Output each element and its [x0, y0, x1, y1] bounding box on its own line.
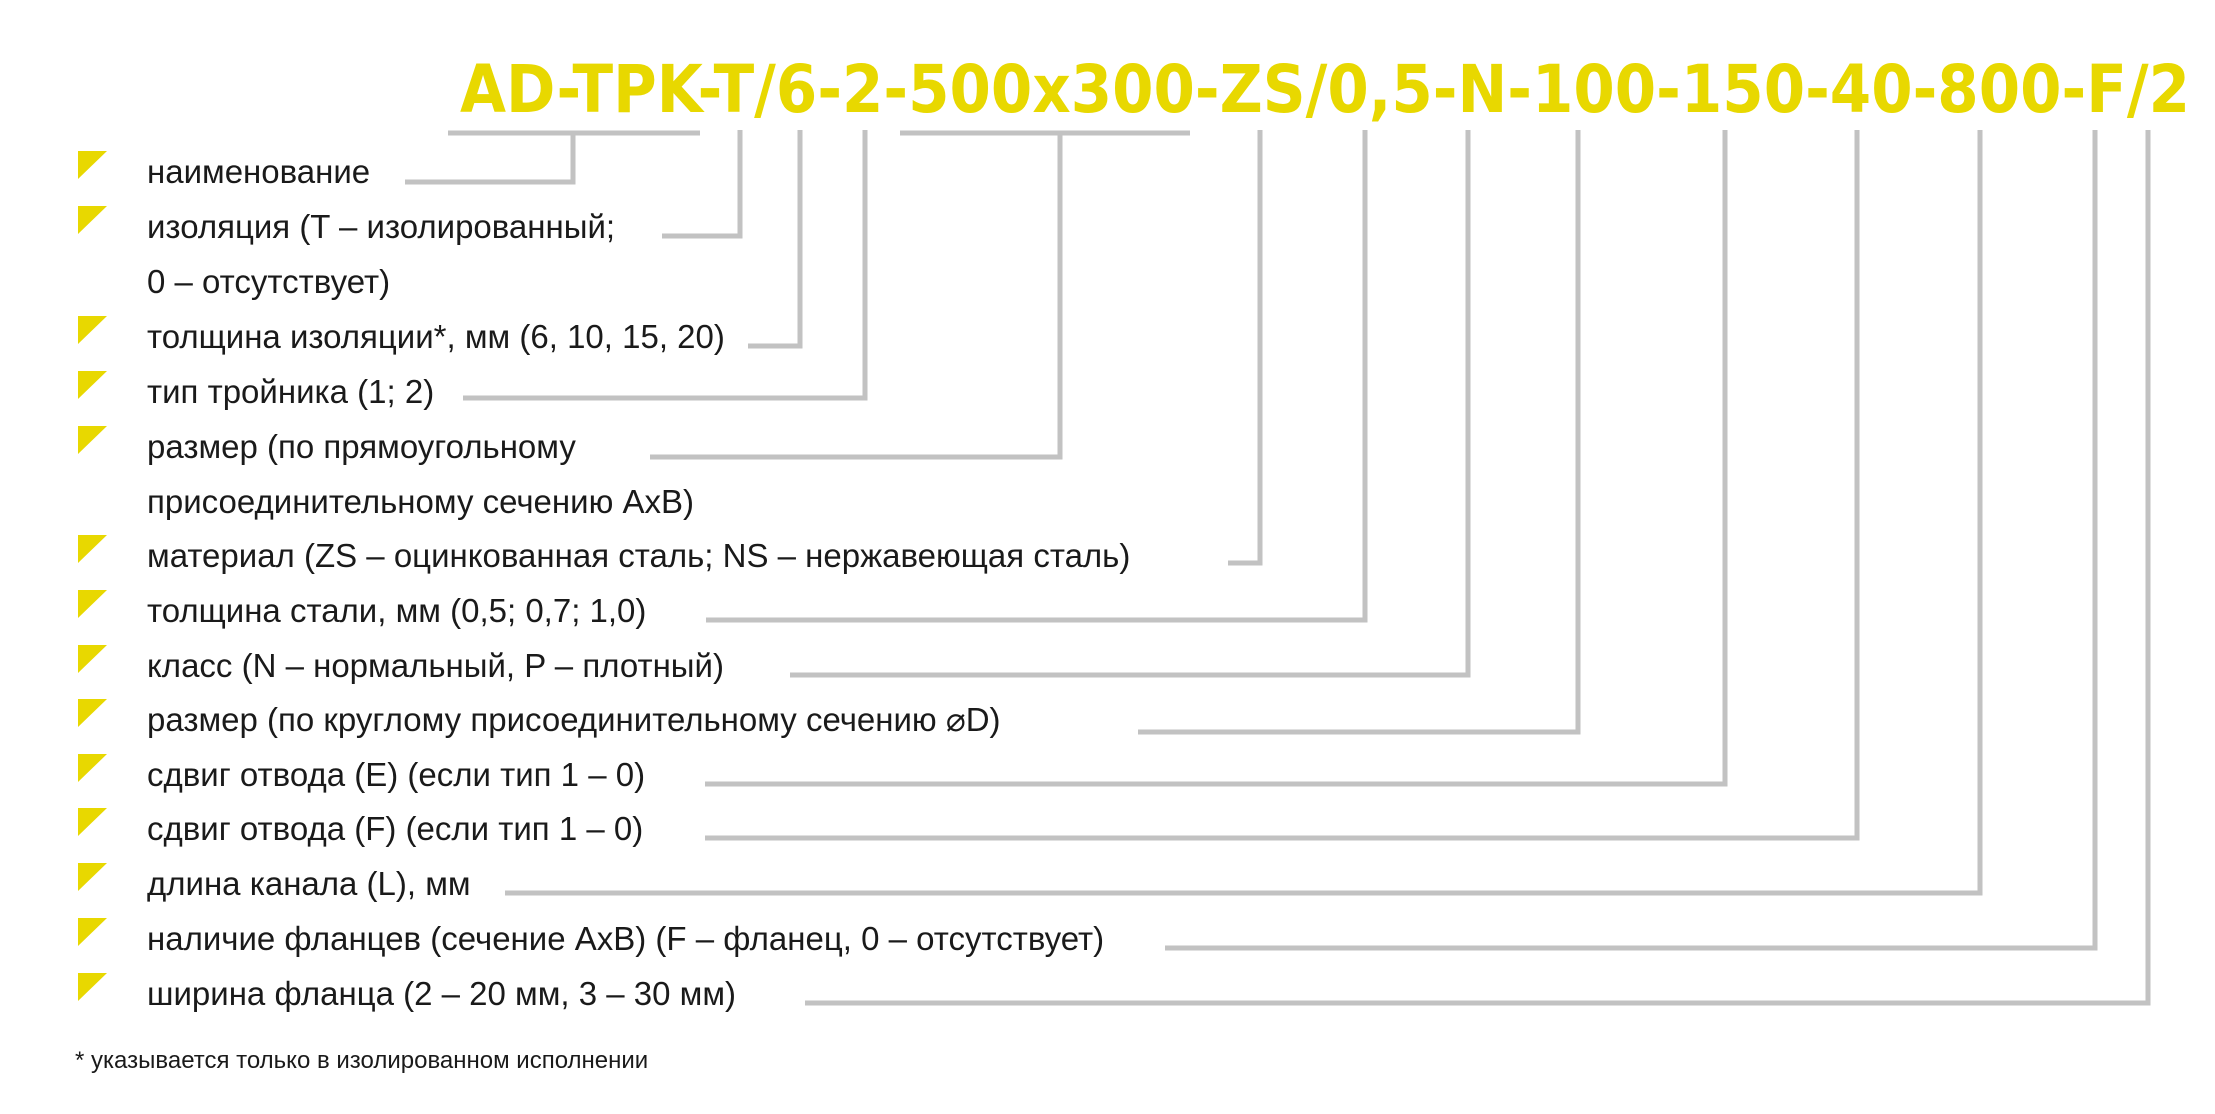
- parameter-label: наличие фланцев (сечение AxB) (F – флане…: [147, 920, 1104, 957]
- leader-line: [662, 130, 743, 239]
- parameter-list: наименование изоляция (T – изолированный;…: [147, 153, 1130, 1012]
- parameter-label: 0 – отсутствует): [147, 263, 390, 300]
- leader-line: [463, 130, 868, 401]
- leader-line: [505, 130, 1983, 896]
- bullet-marker: [78, 316, 107, 344]
- leader-lines: [405, 130, 2151, 1006]
- leader-line: [1138, 130, 1581, 735]
- parameter-label: ширина фланца (2 – 20 мм, 3 – 30 мм): [147, 975, 736, 1012]
- leader-line: [405, 133, 576, 185]
- parameter-label: присоединительному сечению AxB): [147, 483, 694, 520]
- bullet-marker: [78, 535, 107, 563]
- leader-line: [650, 133, 1063, 460]
- parameter-label: класс (N – нормальный, P – плотный): [147, 647, 724, 684]
- bullet-marker: [78, 699, 107, 727]
- leader-line: [805, 130, 2151, 1006]
- parameter-label: сдвиг отвода (E) (если тип 1 – 0): [147, 756, 645, 793]
- parameter-label: тип тройника (1; 2): [147, 373, 434, 410]
- bullet-markers: [78, 151, 107, 1001]
- parameter-label: размер (по круглому присоединительному с…: [147, 701, 1001, 738]
- designation-code: AD-TPK-T/6-2-500x300-ZS/0,5-N-100-150-40…: [460, 51, 2190, 128]
- leader-line: [706, 130, 1368, 623]
- footnote: * указывается только в изолированном исп…: [75, 1047, 648, 1074]
- leader-line: [705, 130, 1860, 841]
- parameter-label: изоляция (T – изолированный;: [147, 208, 615, 245]
- leader-line: [705, 130, 1728, 787]
- parameter-label: толщина изоляции*, мм (6, 10, 15, 20): [147, 318, 725, 355]
- bullet-marker: [78, 151, 107, 179]
- bullet-marker: [78, 863, 107, 891]
- bullet-marker: [78, 973, 107, 1001]
- bullet-marker: [78, 371, 107, 399]
- bullet-marker: [78, 590, 107, 618]
- bullet-marker: [78, 206, 107, 234]
- bullet-marker: [78, 645, 107, 673]
- leader-line: [1165, 130, 2098, 951]
- parameter-label: материал (ZS – оцинкованная сталь; NS – …: [147, 537, 1130, 574]
- bullet-marker: [78, 918, 107, 946]
- bullet-marker: [78, 754, 107, 782]
- parameter-label: наименование: [147, 153, 370, 190]
- leader-line: [748, 130, 803, 349]
- parameter-label: размер (по прямоугольному: [147, 428, 576, 465]
- parameter-label: длина канала (L), мм: [147, 865, 471, 902]
- parameter-label: толщина стали, мм (0,5; 0,7; 1,0): [147, 592, 646, 629]
- bullet-marker: [78, 426, 107, 454]
- leader-line: [1228, 130, 1263, 566]
- leader-line: [790, 130, 1471, 678]
- bullet-marker: [78, 808, 107, 836]
- parameter-label: сдвиг отвода (F) (если тип 1 – 0): [147, 810, 643, 847]
